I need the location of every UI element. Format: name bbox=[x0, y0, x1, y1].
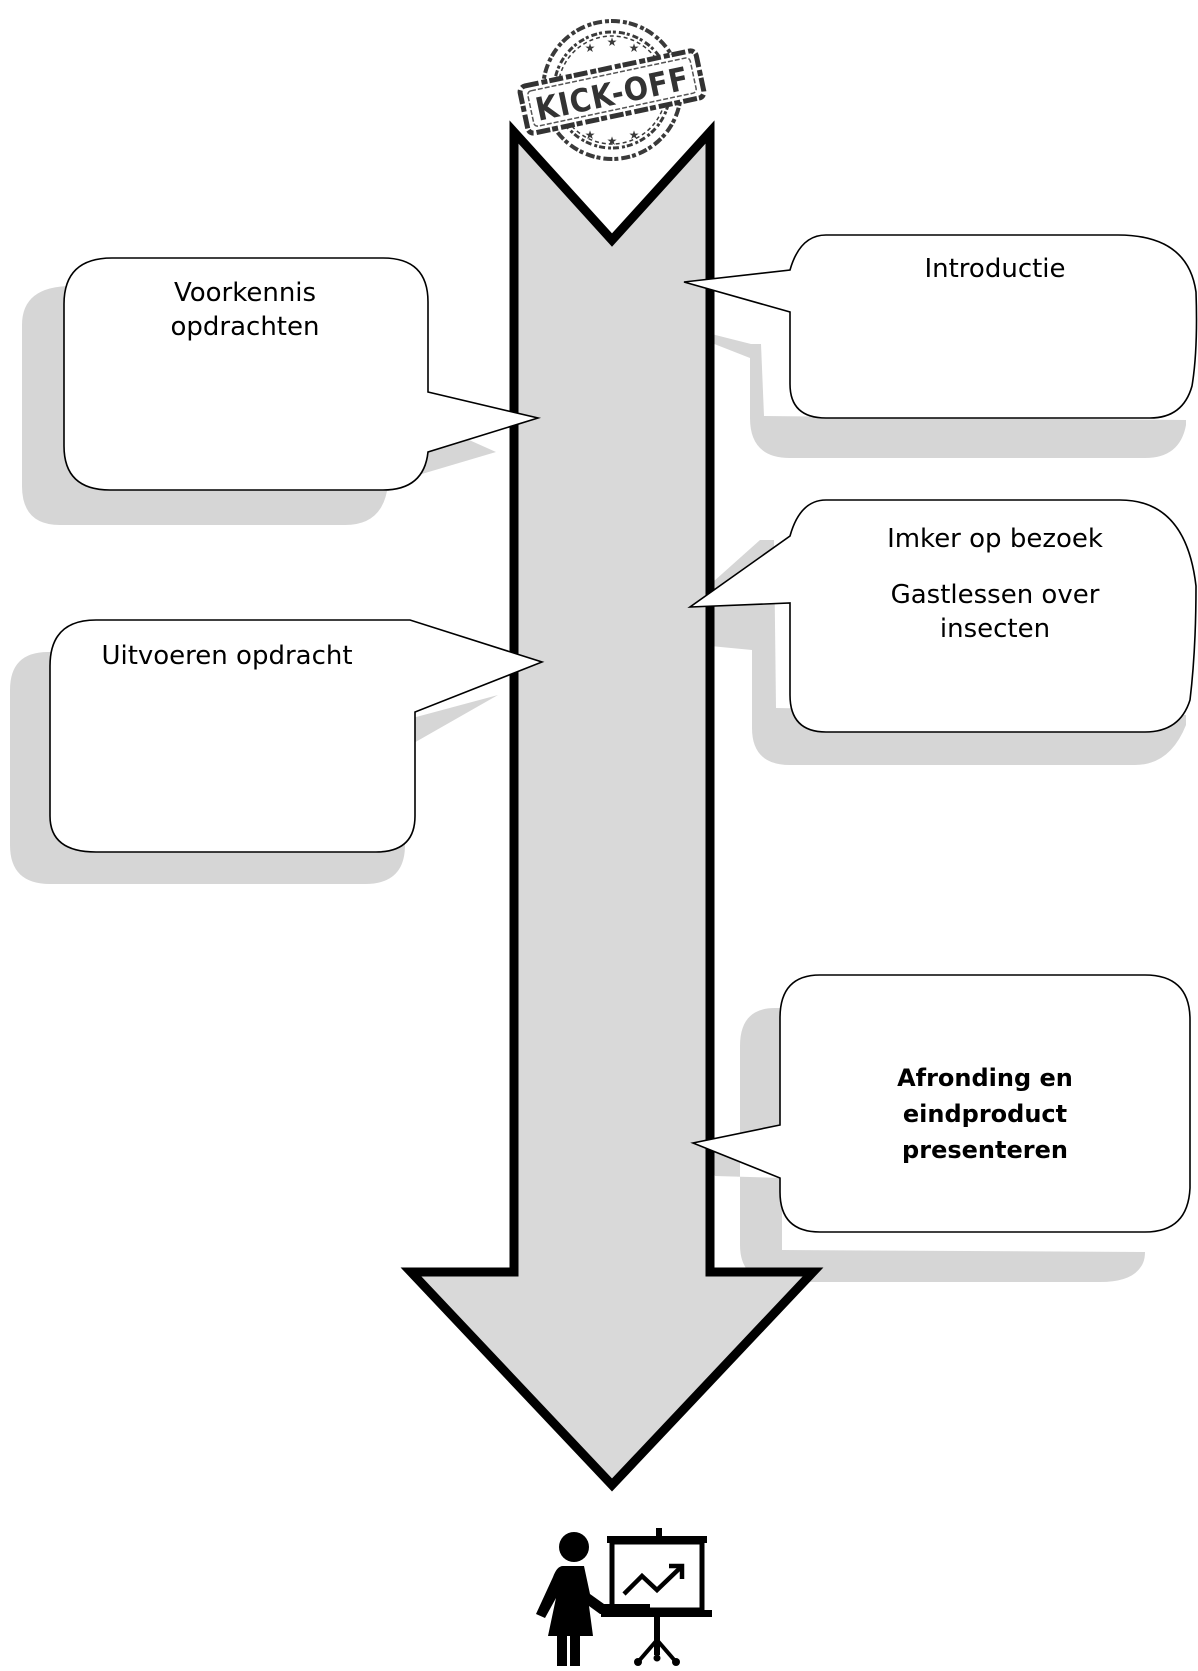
label-voorkennis-line-1: Voorkennis bbox=[173, 278, 317, 308]
label-afronding-line-3: presenteren bbox=[902, 1136, 1068, 1164]
label-imker: Imker op bezoek Gastlessen over insecten bbox=[810, 522, 1180, 646]
svg-text:★: ★ bbox=[585, 41, 596, 55]
label-introductie-line-1: Introductie bbox=[924, 254, 1066, 284]
label-uitvoeren: Uitvoeren opdracht bbox=[62, 639, 392, 673]
label-afronding-line-1: Afronding en bbox=[897, 1064, 1073, 1092]
label-imker-line-1: Imker op bezoek bbox=[887, 524, 1103, 554]
label-gastlessen-line-2: insecten bbox=[939, 614, 1051, 644]
svg-text:★: ★ bbox=[629, 41, 640, 55]
label-afronding: Afronding en eindproduct presenteren bbox=[805, 1060, 1165, 1168]
kick-off-stamp-icon: ★★★ ★★★ KICK-OFF bbox=[517, 19, 707, 161]
shadow-afronding bbox=[700, 1008, 1145, 1282]
svg-text:★: ★ bbox=[629, 128, 640, 142]
shadow-introductie bbox=[648, 318, 1186, 458]
svg-text:★: ★ bbox=[607, 134, 618, 148]
timeline-arrow bbox=[400, 120, 824, 1492]
presenter-with-chart-icon bbox=[536, 1528, 712, 1666]
label-voorkennis: Voorkennis opdrachten bbox=[92, 276, 398, 344]
label-gastlessen-line-1: Gastlessen over bbox=[890, 580, 1100, 610]
callout-afronding bbox=[690, 974, 1191, 1233]
callout-uitvoeren bbox=[49, 619, 545, 853]
label-afronding-line-2: eindproduct bbox=[902, 1100, 1068, 1128]
callout-introductie bbox=[683, 234, 1198, 419]
label-voorkennis-line-2: opdrachten bbox=[170, 312, 320, 342]
shadow-imker bbox=[648, 540, 1186, 765]
svg-text:★: ★ bbox=[585, 128, 596, 142]
svg-text:★: ★ bbox=[607, 35, 618, 49]
label-introductie: Introductie bbox=[810, 252, 1180, 286]
label-uitvoeren-line-1: Uitvoeren opdracht bbox=[101, 641, 353, 671]
callout-voorkennis bbox=[63, 257, 542, 491]
callout-imker bbox=[687, 499, 1197, 733]
